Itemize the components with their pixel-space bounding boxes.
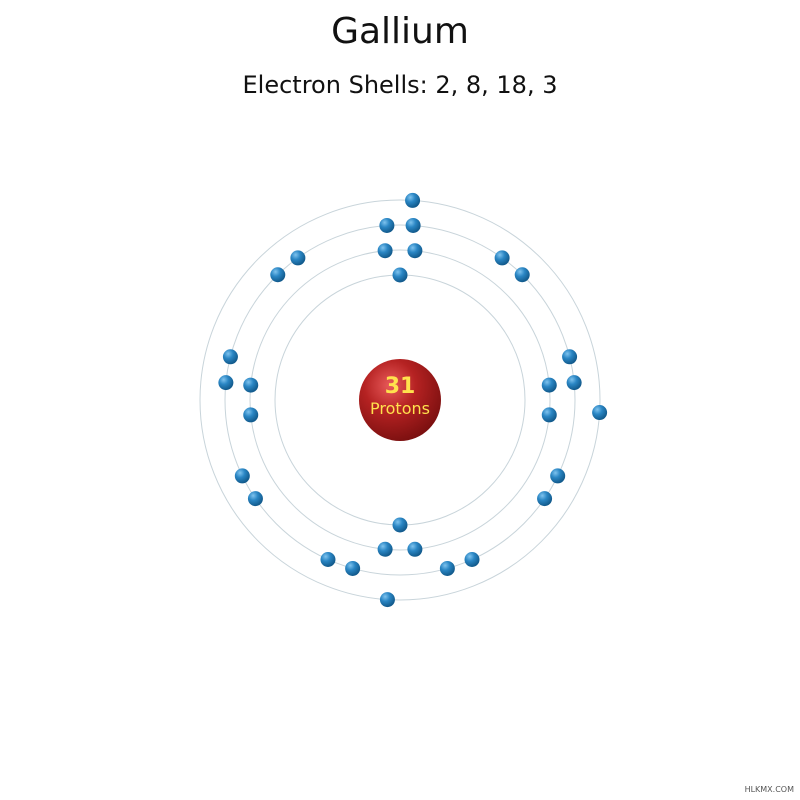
electron-shell-2-7	[243, 407, 259, 423]
electron-shell-2-2	[407, 243, 423, 259]
electron-shell-4-1	[405, 192, 421, 208]
proton-count: 31	[385, 374, 416, 399]
electron-shell-2-8	[243, 377, 259, 393]
electron-shell-3-9	[464, 552, 480, 567]
electron-shell-3-4	[514, 267, 530, 283]
electron-shell-3-1	[379, 217, 395, 233]
electron-shell-3-8	[537, 491, 553, 507]
electron-shell-2-6	[377, 541, 393, 557]
orbit-group	[199, 199, 601, 601]
watermark: HLKMX.COM	[744, 785, 794, 794]
electron-shell-3-18	[290, 250, 306, 266]
electron-shell-3-14	[234, 468, 250, 484]
electron-shell-3-7	[550, 468, 566, 484]
electron-shell-2-4	[541, 407, 557, 423]
electron-shell-4-3	[379, 592, 395, 608]
electron-shell-3-6	[566, 375, 582, 391]
electron-shell-3-3	[494, 250, 510, 266]
electron-shell-1-1	[392, 267, 408, 283]
protons-label: Protons	[370, 399, 430, 418]
electron-shell-3-5	[562, 349, 578, 365]
nucleus-sphere	[359, 359, 441, 441]
electron-shell-3-10	[439, 560, 455, 576]
electron-shells-caption: Electron Shells: 2, 8, 18, 3	[242, 71, 558, 99]
nucleus: 31 Protons	[359, 359, 441, 441]
electron-shell-3-11	[345, 560, 361, 576]
electron-shell-1-2	[392, 517, 408, 533]
element-title: Gallium	[331, 11, 469, 52]
electron-shell-3-16	[222, 349, 238, 365]
orbit-shell-3	[224, 224, 576, 576]
electron-shell-2-5	[407, 541, 423, 557]
electron-shell-3-12	[320, 552, 336, 567]
electron-shell-3-13	[247, 491, 263, 507]
electron-shell-3-15	[218, 375, 234, 391]
orbit-shell-4	[199, 199, 601, 601]
electron-shell-2-3	[541, 377, 557, 393]
electron-shell-4-2	[592, 405, 608, 421]
electron-shell-3-17	[270, 267, 286, 283]
electron-shell-2-1	[377, 243, 393, 259]
electron-shell-3-2	[405, 217, 421, 233]
electron-group	[218, 192, 608, 608]
orbit-shell-2	[249, 249, 551, 551]
